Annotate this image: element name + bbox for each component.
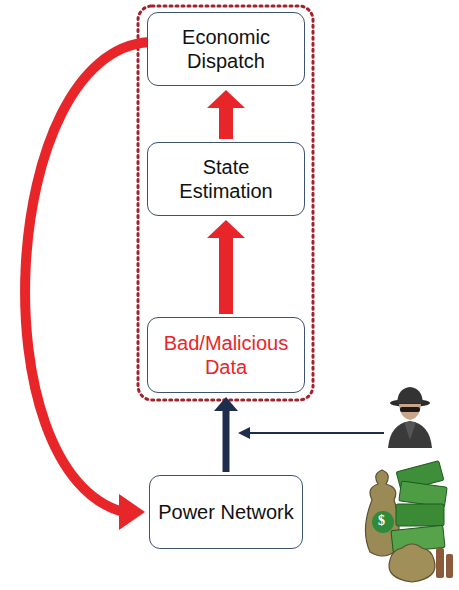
box-label: Economic Dispatch: [156, 25, 296, 73]
arrowhead: [119, 494, 145, 530]
injection-arrowhead: [238, 427, 250, 439]
control-center-region: [138, 6, 313, 400]
arrowhead: [207, 90, 245, 108]
attacker-icon: [388, 387, 432, 448]
box-label: Bad/Malicious Data: [156, 331, 296, 379]
flow-arrow: [207, 220, 245, 314]
box-label: Power Network: [158, 500, 294, 524]
arrow-shaft: [223, 411, 230, 472]
arrow-shaft: [219, 238, 233, 314]
estimation-box: State Estimation: [147, 142, 305, 216]
arrow-shaft: [219, 108, 233, 139]
flow-arrow: [214, 397, 238, 472]
feedback-arrow: [25, 42, 149, 530]
arrowhead: [207, 220, 245, 238]
bad-data-box: Bad/Malicious Data: [147, 317, 305, 393]
box-label: State Estimation: [156, 155, 296, 203]
network-box: Power Network: [149, 475, 303, 549]
flow-arrow: [207, 90, 245, 139]
dollar-sign: $: [378, 513, 385, 529]
dispatch-box: Economic Dispatch: [147, 12, 305, 86]
money-pile: [365, 461, 453, 582]
arrowhead: [214, 397, 238, 411]
curve-shaft: [25, 42, 149, 512]
injection-line: [248, 432, 384, 434]
